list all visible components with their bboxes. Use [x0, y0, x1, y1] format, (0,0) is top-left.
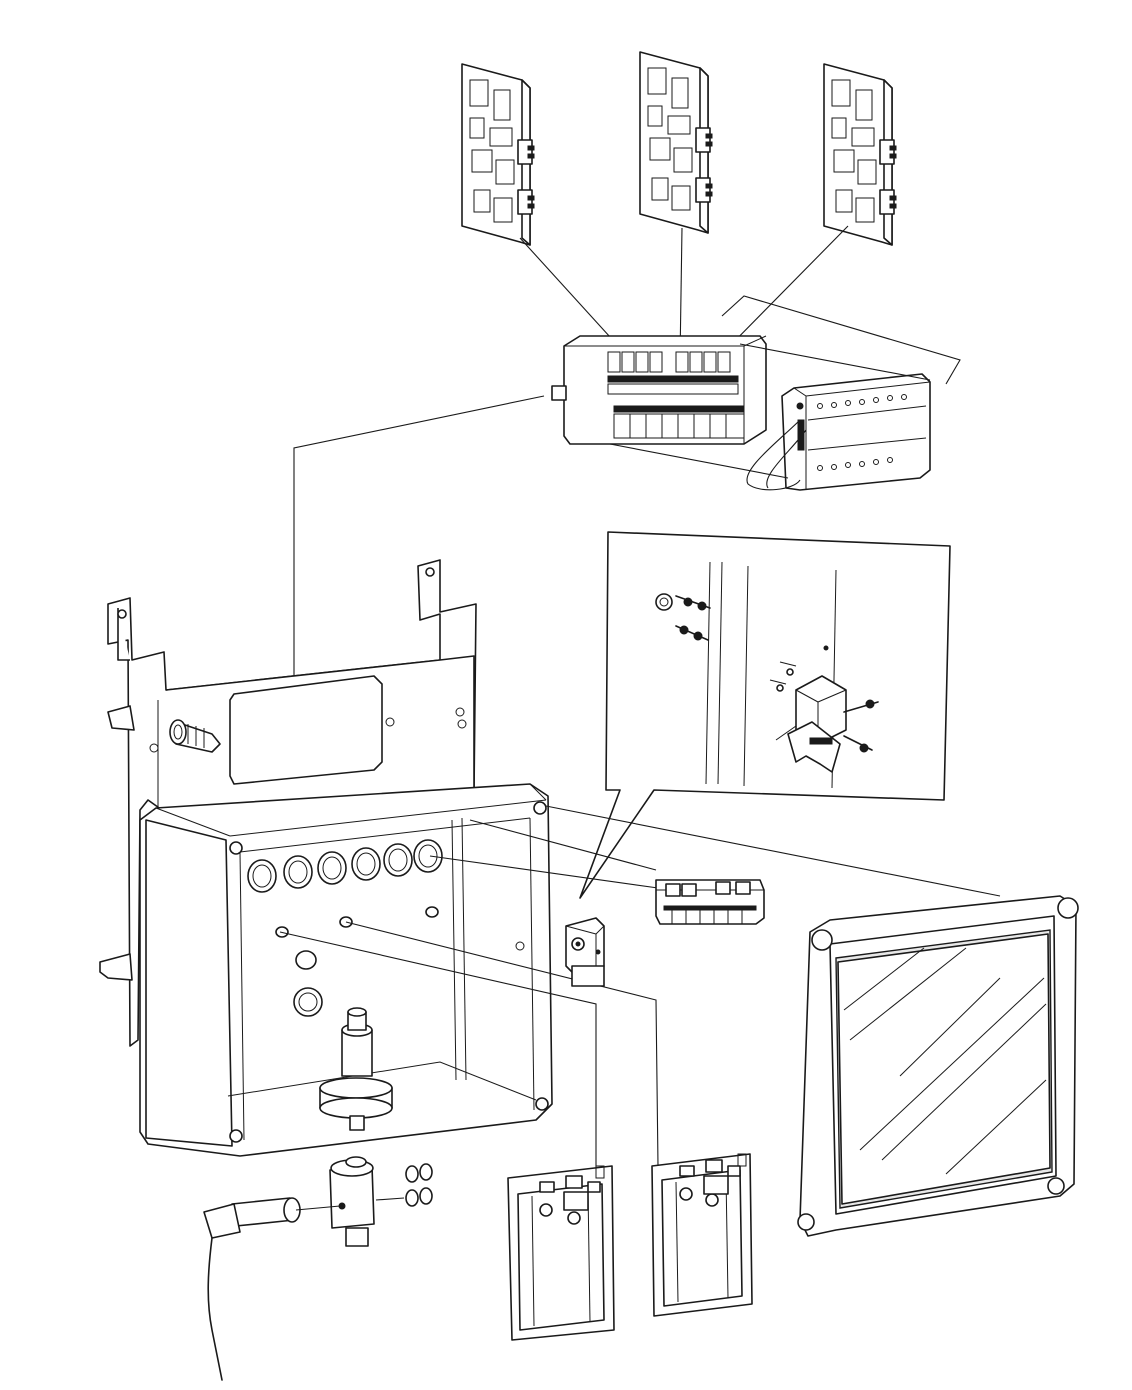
terminal-connector-small: [655, 879, 765, 925]
enclosure-post: [319, 1007, 393, 1131]
plug-board-left: [507, 1165, 615, 1341]
terminal-cells-bottom: [613, 405, 745, 439]
grouping-bracket: [721, 295, 961, 385]
terminal-cells-top: [607, 351, 739, 395]
gland-holes: [247, 839, 443, 893]
strip-leader-line: [739, 343, 931, 381]
glass-cover: [797, 895, 1079, 1237]
sensor-nuts: [375, 1163, 433, 1207]
plug-board-right: [651, 1153, 753, 1317]
sensor-cable: [203, 1156, 433, 1381]
relay-module: [565, 917, 605, 987]
inset-relay-body: [769, 661, 879, 773]
strip-cable-line: [609, 443, 789, 479]
panel-window: [229, 675, 395, 785]
circuit-board-left: [461, 63, 535, 246]
terminal-block-assembly: [551, 335, 767, 445]
circuit-board-center: [639, 51, 713, 234]
cable-gland: [169, 719, 221, 753]
terminal-strip: [746, 373, 931, 491]
plug-board-right-leader: [345, 921, 659, 1167]
cover-leader: [545, 805, 1001, 897]
connector-leader: [429, 855, 659, 889]
inset-screws: [655, 593, 711, 641]
circuit-board-right: [823, 63, 897, 246]
glass-reflections: [843, 947, 1047, 1175]
connector-top-leader: [469, 819, 657, 871]
detail-inset-relay: [579, 531, 951, 899]
plug-board-left-leader: [279, 931, 597, 1168]
strip-holes: [817, 394, 907, 471]
